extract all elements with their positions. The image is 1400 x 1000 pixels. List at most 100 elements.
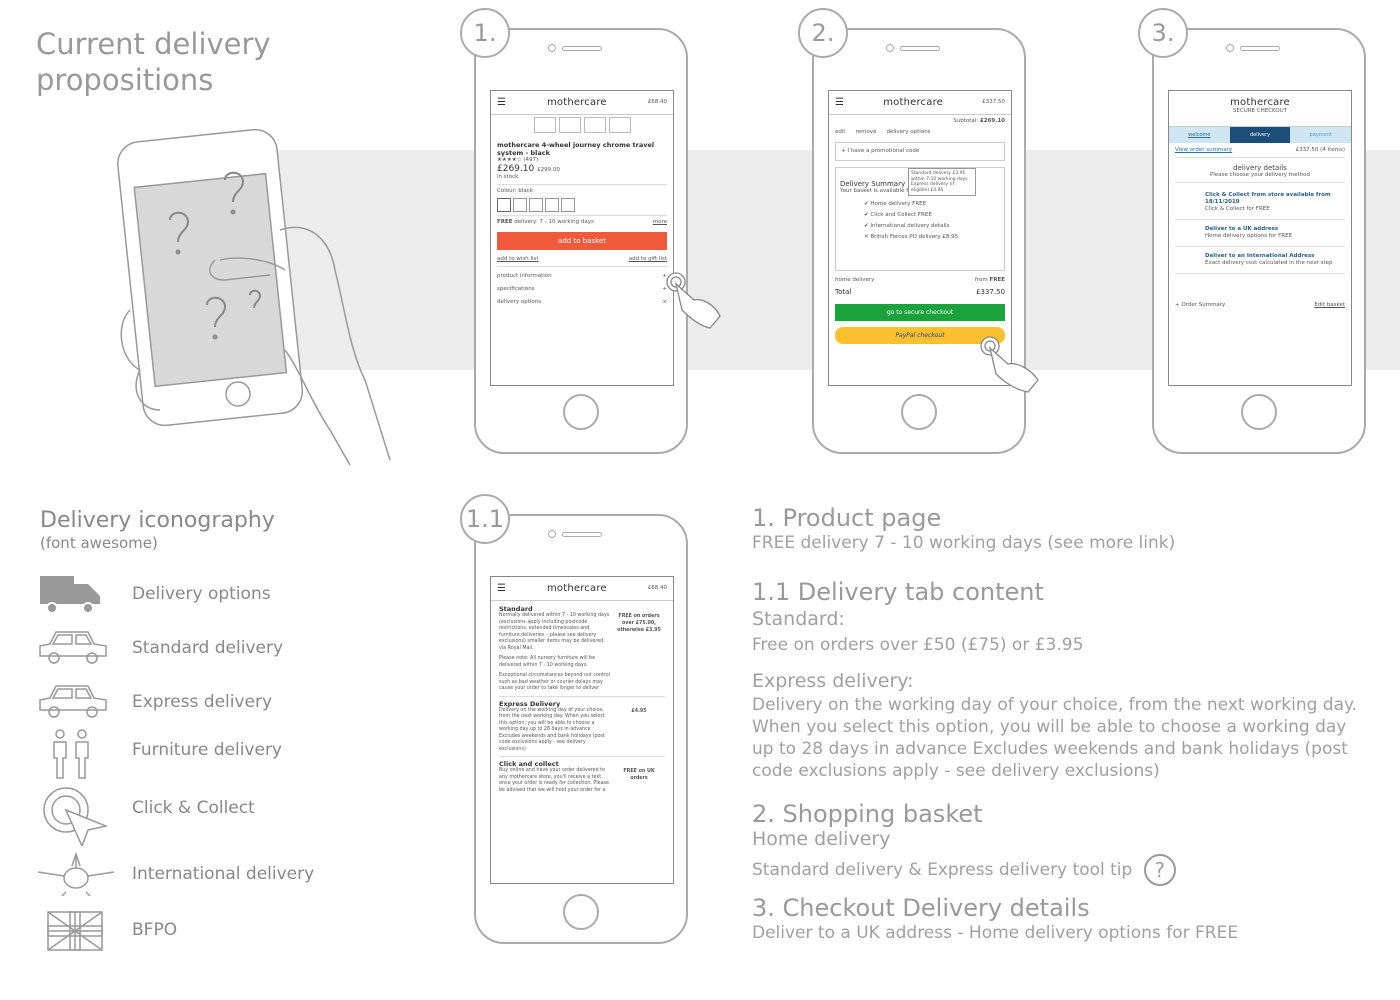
swatch[interactable] [497, 198, 511, 212]
more-link[interactable]: more [652, 219, 667, 225]
legend-label: International delivery [132, 864, 315, 884]
step-payment: payment [1290, 127, 1351, 143]
two-people-icon [53, 729, 89, 779]
price: £269.10 £299.00 [497, 164, 560, 174]
legend-label: Furniture delivery [132, 740, 282, 760]
basket-total[interactable]: £68.40 [647, 585, 667, 591]
logo[interactable]: mothercare [1230, 97, 1290, 108]
truck-icon [40, 576, 100, 614]
question-icon: ? [1143, 854, 1176, 886]
iconography-subtitle: (font awesome) [40, 534, 158, 552]
wish-list-link[interactable]: add to wish list [497, 256, 539, 262]
note-basket: 2. Shopping basket Home delivery Standar… [752, 800, 1372, 886]
note-express-label: Express delivery: [752, 670, 914, 692]
gift-list-link[interactable]: add to gift list [628, 256, 667, 262]
speaker [900, 46, 940, 51]
legend-bfpo: BFPO [32, 908, 352, 954]
home-button [1241, 394, 1277, 430]
add-to-basket-button[interactable]: add to basket [497, 232, 667, 250]
swatch[interactable] [561, 198, 575, 212]
legend-express-delivery: Express delivery [32, 680, 352, 726]
screen: mothercare SECURE CHECKOUT welcome deliv… [1168, 90, 1352, 386]
legend-label: Standard delivery [132, 638, 284, 658]
order-summary-link[interactable]: View order summary£337.50 (4 items) [1175, 147, 1345, 153]
basket-total[interactable]: £68.40 [647, 99, 667, 105]
thumbnail[interactable] [583, 117, 606, 133]
stock-status: in stock [497, 174, 519, 180]
step-badge: 3. [1138, 8, 1188, 58]
thumbnail-strip [491, 115, 673, 137]
thumbnail[interactable] [533, 117, 556, 133]
checkout-steps: welcome delivery payment [1169, 127, 1351, 143]
step-delivery: delivery [1229, 127, 1291, 143]
note-standard-text: Free on orders over £50 (£75) or £3.95 [752, 635, 1084, 655]
legend-standard-delivery: Standard delivery [32, 626, 352, 672]
express-text: Delivery on the working day of your choi… [499, 707, 605, 752]
speaker [562, 532, 602, 537]
thumbnail[interactable] [558, 117, 581, 133]
logo[interactable]: mothercare [546, 97, 607, 108]
cursor-click-icon [43, 787, 109, 846]
promo-code-toggle[interactable]: + I have a promotional code [835, 142, 1005, 161]
accordion-product-info[interactable]: product information+ [497, 273, 667, 279]
site-header: ☰ mothercare £337.50 [829, 91, 1011, 115]
camera [548, 530, 556, 538]
legend-international-delivery: International delivery [32, 852, 352, 898]
basket-total[interactable]: £337.50 [982, 99, 1005, 105]
legend-label: BFPO [132, 920, 178, 940]
phone-checkout: 3. mothercare SECURE CHECKOUT welcome de… [1138, 8, 1366, 454]
secure-checkout-button[interactable]: go to secure checkout [835, 304, 1005, 321]
menu-icon[interactable]: ☰ [497, 97, 506, 108]
swatch[interactable] [513, 198, 527, 212]
logo[interactable]: mothercare [546, 583, 607, 594]
note-product-page: 1. Product page FREE delivery 7 - 10 wor… [752, 504, 1372, 554]
standard-price: FREE on orders over £75.00, otherwise £3… [617, 614, 661, 633]
phone-delivery-tab: 1.1 ☰ mothercare £68.40 Standard Normall… [460, 494, 688, 944]
site-header: ☰ mothercare £68.40 [491, 577, 673, 601]
tap-hand-illustration [666, 272, 721, 329]
step-welcome[interactable]: welcome [1169, 127, 1230, 143]
click-collect-price: FREE on UK orders [623, 769, 655, 781]
phone-product-page: 1. ☰ mothercare £68.40 mothercare 4-whee… [460, 8, 688, 454]
screen: ☰ mothercare £68.40 mothercare 4-wheel j… [490, 90, 674, 386]
page-title: Current delivery propositions [36, 27, 271, 97]
logo[interactable]: mothercare [883, 97, 944, 108]
tap-hand-illustration [980, 336, 1039, 393]
paypal-button[interactable]: PayPal checkout [835, 327, 1005, 344]
thumbnail[interactable] [608, 117, 631, 133]
option-click-collect[interactable]: Click & Collect from store available fro… [1175, 186, 1345, 220]
note-home-delivery: Home delivery [752, 828, 891, 850]
accordion-specifications[interactable]: specifications+ [497, 286, 667, 292]
menu-icon[interactable]: ☰ [497, 583, 506, 594]
delivery-summary-box: Delivery Summary Your basket is availabl… [835, 167, 1005, 271]
rating: ★★★★☆ (497) [497, 157, 539, 163]
note-heading: 2. Shopping basket [752, 800, 983, 828]
legend-delivery-options: Delivery options [32, 572, 352, 618]
colour-swatches [497, 198, 667, 212]
express-heading: Express Delivery [499, 699, 561, 708]
hand-phone-illustration [117, 128, 391, 466]
click-collect-text: Buy online and have your order delivered… [499, 768, 609, 793]
international-row: ✔ International delivery details [864, 223, 950, 229]
legend-label: Delivery options [132, 584, 271, 604]
swatch[interactable] [545, 198, 559, 212]
note-checkout: 3. Checkout Delivery details Deliver to … [752, 894, 1372, 944]
menu-icon[interactable]: ☰ [835, 97, 844, 108]
click-collect-heading: Click and collect [499, 760, 559, 768]
legend-label: Click & Collect [132, 798, 255, 818]
available-for: Your basket is available for: [840, 188, 916, 194]
step-badge: 1. [460, 8, 510, 58]
site-header: ☰ mothercare £68.40 [491, 91, 673, 115]
home-button [901, 394, 937, 430]
note-heading: 1. Product page [752, 504, 942, 532]
step-badge: 1.1 [460, 494, 510, 544]
swatch[interactable] [529, 198, 543, 212]
accordion-delivery-options[interactable]: delivery options× [497, 299, 667, 305]
camera [886, 44, 894, 52]
union-flag-icon [47, 911, 103, 951]
step-badge: 2. [798, 8, 848, 58]
